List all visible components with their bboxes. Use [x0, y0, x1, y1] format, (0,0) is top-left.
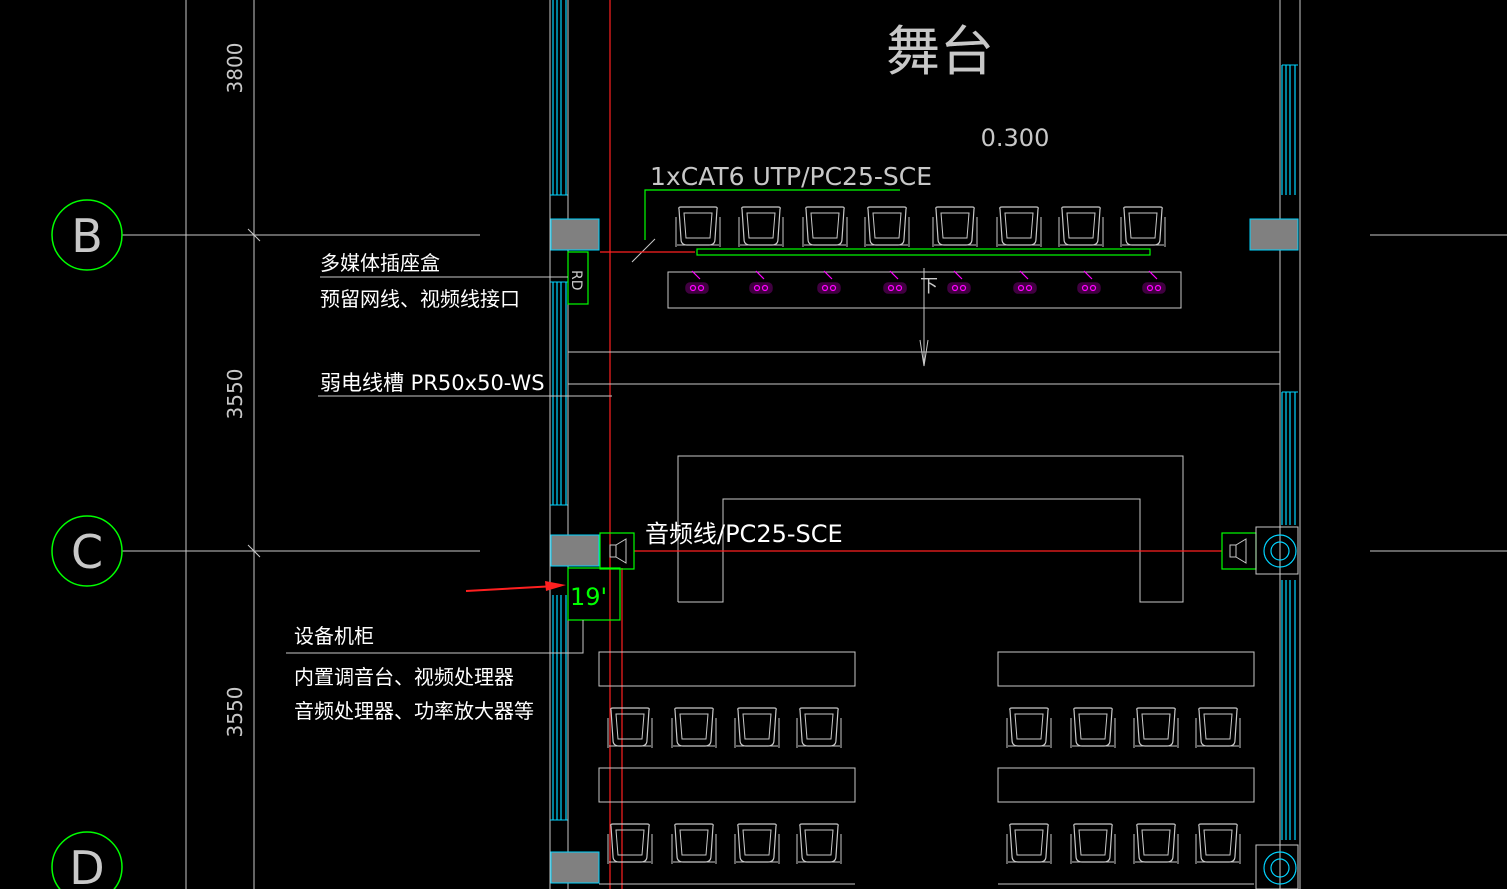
audience-chair — [1070, 707, 1116, 749]
network-cable-leader — [644, 189, 900, 240]
rd-box — [567, 251, 589, 305]
multimedia-callout-line1: 多媒体插座盒 — [320, 251, 440, 275]
right-wall — [1279, 0, 1298, 889]
stage-chair — [932, 206, 978, 248]
multimedia-socket — [1013, 270, 1037, 294]
dimension-1: 3800 — [223, 43, 247, 94]
rack-cabinet — [567, 567, 621, 621]
left-wall — [549, 0, 569, 889]
dimension-2: 3550 — [223, 369, 247, 420]
network-cable-label: 1xCAT6 UTP/PC25-SCE — [650, 162, 932, 191]
multimedia-callout-line2: 预留网线、视频线接口 — [320, 287, 520, 311]
cabinet-callout-title: 设备机柜 — [294, 624, 374, 648]
audio-cable-label: 音频线/PC25-SCE — [645, 520, 843, 548]
audience-chair — [796, 823, 842, 865]
cabinet-callout-leader — [286, 620, 584, 654]
desk-right-1 — [997, 651, 1255, 687]
audience-chair — [796, 707, 842, 749]
stage-chair — [1120, 206, 1166, 248]
stage-chair-row — [675, 206, 1166, 248]
audience-chairs-left-row-2 — [607, 823, 842, 865]
stage-green-bar — [696, 248, 1151, 256]
audience-chair — [1133, 823, 1179, 865]
multimedia-socket — [947, 270, 971, 294]
multimedia-socket — [817, 270, 841, 294]
stair-down-label: 下 — [920, 276, 938, 297]
audience-chair — [734, 823, 780, 865]
stair-down-arrow: 下 — [919, 268, 938, 367]
axis-bubble-c: C — [51, 515, 123, 587]
desk-left-1 — [598, 651, 856, 687]
desk-right-2 — [997, 767, 1255, 803]
trunking-label: 弱电线槽 PR50x50-WS — [320, 371, 545, 395]
column-b-right — [1249, 218, 1299, 251]
stage-chair — [864, 206, 910, 248]
audience-chair — [1195, 823, 1241, 865]
axis-label-c: C — [71, 525, 103, 579]
multimedia-socket — [749, 270, 773, 294]
column-c-left — [550, 534, 600, 567]
rack-label: 19' — [570, 583, 607, 611]
audience-chair — [1006, 707, 1052, 749]
multimedia-socket — [1077, 270, 1101, 294]
audience-chair — [1133, 707, 1179, 749]
cabinet-callout-line1: 内置调音台、视频处理器 — [294, 665, 514, 689]
axis-grid — [122, 0, 1507, 889]
audience-chair — [671, 707, 717, 749]
red-arrow-shaft — [465, 585, 557, 592]
audience-chair — [671, 823, 717, 865]
rd-label: RD — [568, 270, 584, 291]
audience-chair — [607, 707, 653, 749]
bottom-right-speaker — [1255, 844, 1299, 889]
axis-bubble-b: B — [51, 199, 123, 271]
stage-chair — [802, 206, 848, 248]
stage-chair — [1058, 206, 1104, 248]
audience-chairs-right-row-1 — [1006, 707, 1241, 749]
stage-title: 舞台 — [886, 20, 994, 83]
axis-label-b: B — [71, 209, 103, 263]
speaker-left — [599, 532, 635, 570]
axis-bubble-d: D — [51, 831, 123, 889]
audience-chair — [607, 823, 653, 865]
red-arrow-head — [545, 581, 566, 591]
audience-chair — [1195, 707, 1241, 749]
audience-chair — [734, 707, 780, 749]
multimedia-socket — [685, 270, 709, 294]
audience-chair — [1006, 823, 1052, 865]
dimension-3: 3550 — [223, 687, 247, 738]
audience-chairs-right-row-2 — [1006, 823, 1241, 865]
column-d-left — [550, 851, 600, 884]
cabinet-callout-line2: 音频处理器、功率放大器等 — [294, 699, 534, 723]
stage-chair — [738, 206, 784, 248]
column-b-left — [550, 218, 600, 251]
multimedia-socket — [1142, 270, 1166, 294]
multimedia-socket — [883, 270, 907, 294]
audience-chair — [1070, 823, 1116, 865]
stage-chair — [996, 206, 1042, 248]
network-cable-tick — [631, 238, 656, 263]
speaker-right — [1221, 526, 1299, 575]
axis-label-d: D — [69, 841, 104, 889]
stage-chair — [675, 206, 721, 248]
stage-outline — [677, 455, 1184, 603]
desk-left-2 — [598, 767, 856, 803]
elevation-label: 0.300 — [981, 124, 1050, 152]
audience-chairs-left-row-1 — [607, 707, 842, 749]
